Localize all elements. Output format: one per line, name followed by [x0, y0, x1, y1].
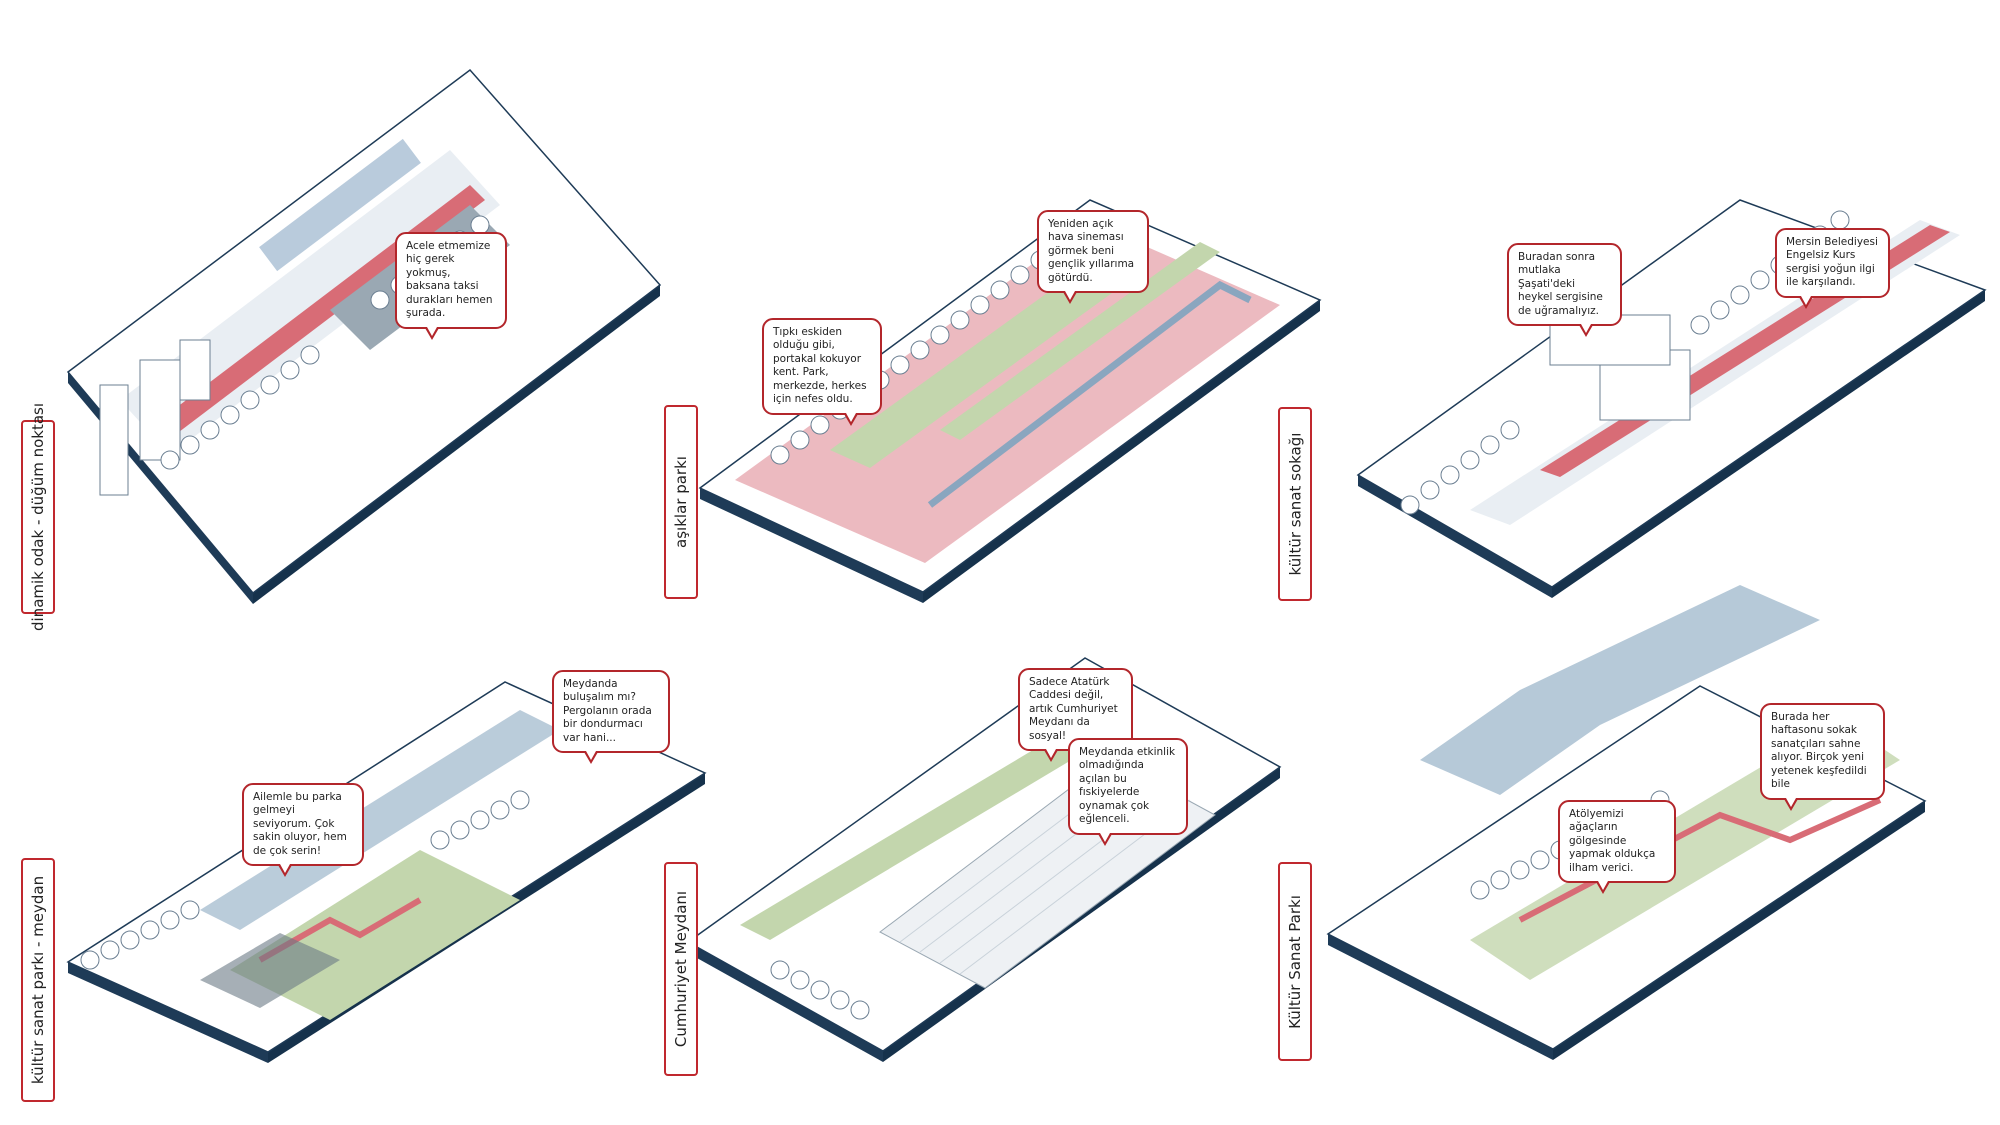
panel-label: aşıklar parkı: [664, 405, 698, 599]
speech-text: Meydanda buluşalım mı? Pergolanın orada …: [563, 678, 652, 744]
panel-label-text: kültür sanat sokağı: [1286, 432, 1304, 576]
speech-text: Atölyemizi ağaçların gölgesinde yapmak o…: [1569, 808, 1656, 874]
panel-kultur-sanat-sokagi: kültür sanat sokağı Buradan sonra mutlak…: [1278, 0, 2000, 601]
speech-bubble: Meydanda etkinlik olmadığında açılan bu …: [1068, 738, 1188, 846]
panel-label: dinamik odak - düğüm noktası: [21, 403, 55, 631]
speech-text: Buradan sonra mutlaka Şaşati'deki heykel…: [1518, 251, 1603, 317]
speech-bubble: Meydanda buluşalım mı? Pergolanın orada …: [552, 670, 670, 765]
speech-text: Sadece Atatürk Caddesi değil, artık Cumh…: [1029, 676, 1118, 742]
speech-text: Meydanda etkinlik olmadığında açılan bu …: [1079, 746, 1176, 826]
speech-bubble: Burada her haftasonu sokak sanatçıları s…: [1760, 703, 1885, 811]
panel-dinamik-odak: dinamik odak - düğüm noktası Acele etmem…: [0, 0, 680, 631]
panel-cumhuriyet-meydani: Cumhuriyet Meydanı Sadece Atatürk Caddes…: [660, 600, 1340, 1125]
isometric-diagram: [66, 68, 662, 604]
panel-label-text: Kültür Sanat Parkı: [1286, 894, 1305, 1029]
panel-label-text: kültür sanat parkı - meydan: [29, 875, 48, 1085]
panel-label: Cumhuriyet Meydanı: [664, 862, 698, 1076]
speech-bubble: Atölyemizi ağaçların gölgesinde yapmak o…: [1558, 800, 1676, 895]
panel-label-text: Cumhuriyet Meydanı: [672, 890, 691, 1048]
speech-text: Tıpkı eskiden olduğu gibi, portakal koku…: [773, 326, 867, 406]
isometric-diagram: [686, 657, 1282, 1062]
panel-kultur-sanat-parki: Kültür Sanat Parkı Burada her haftasonu …: [1278, 585, 2000, 1125]
speech-text: Acele etmemize hiç gerek yokmuş, baksana…: [406, 240, 493, 320]
speech-bubble: Yeniden açık hava sineması görmek beni g…: [1037, 210, 1149, 305]
isometric-diagram: [698, 199, 1322, 603]
panel-label-text: aşıklar parkı: [672, 456, 691, 548]
panel-label: Kültür Sanat Parkı: [1278, 862, 1312, 1061]
panel-asiklar-parki: aşıklar parkı Yeniden açık hava sineması…: [660, 0, 1340, 603]
speech-text: Mersin Belediyesi Engelsiz Kurs sergisi …: [1786, 236, 1878, 289]
panel-label-text: dinamik odak - düğüm noktası: [29, 402, 48, 632]
speech-text: Yeniden açık hava sineması görmek beni g…: [1048, 218, 1135, 284]
speech-bubble: Acele etmemize hiç gerek yokmuş, baksana…: [395, 232, 507, 340]
panel-label: kültür sanat sokağı: [1278, 407, 1312, 601]
speech-bubble: Tıpkı eskiden olduğu gibi, portakal koku…: [762, 318, 882, 426]
speech-text: Ailemle bu parka gelmeyi seviyorum. Çok …: [253, 791, 347, 857]
panel-kultur-sanat-parki-meydan: kültür sanat parkı - meydan Meydanda bul…: [0, 600, 707, 1125]
speech-bubble: Mersin Belediyesi Engelsiz Kurs sergisi …: [1775, 228, 1890, 309]
speech-bubble: Sadece Atatürk Caddesi değil, artık Cumh…: [1018, 668, 1133, 763]
isometric-diagram: [1356, 199, 1987, 598]
panel-label: kültür sanat parkı - meydan: [21, 858, 55, 1102]
speech-bubble: Ailemle bu parka gelmeyi seviyorum. Çok …: [242, 783, 364, 878]
speech-bubble: Buradan sonra mutlaka Şaşati'deki heykel…: [1507, 243, 1622, 338]
speech-text: Burada her haftasonu sokak sanatçıları s…: [1771, 711, 1867, 791]
